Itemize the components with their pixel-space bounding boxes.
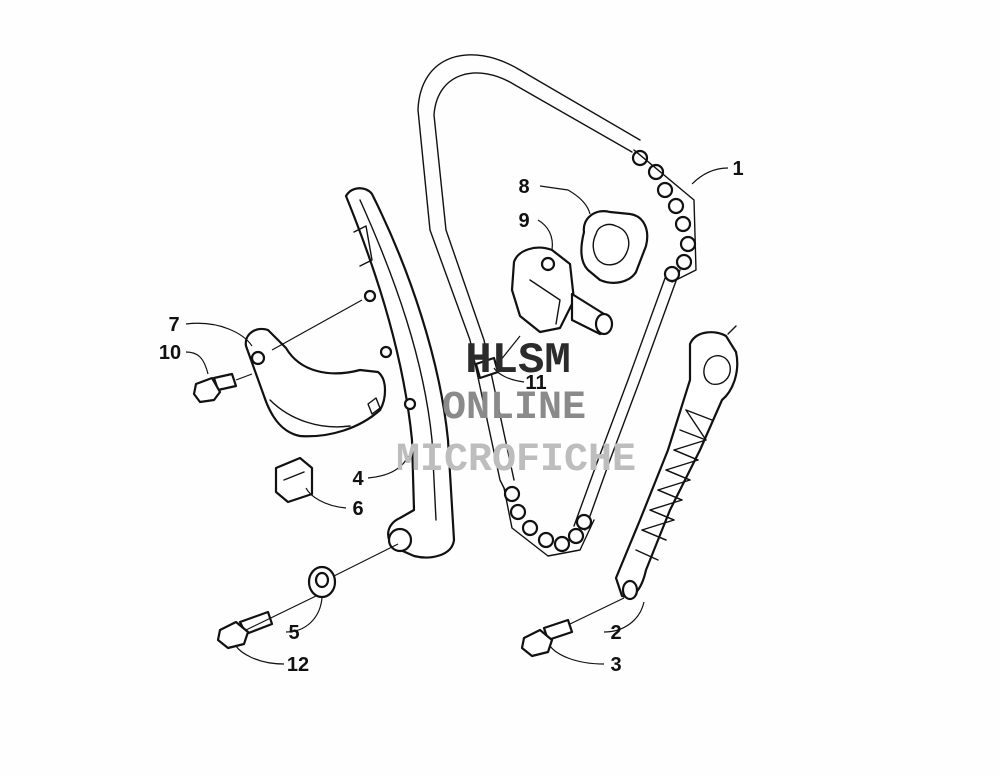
callout-9: 9 — [518, 210, 529, 232]
collar — [307, 565, 337, 599]
callout-12: 12 — [287, 654, 309, 676]
callout-3: 3 — [610, 654, 621, 676]
guide-bracket — [244, 327, 387, 438]
callout-6: 6 — [352, 498, 363, 520]
callout-11: 11 — [525, 372, 546, 394]
tension-guide — [614, 325, 739, 601]
gasket — [580, 210, 649, 284]
callout-4: 4 — [352, 468, 364, 490]
callout-8: 8 — [518, 176, 529, 198]
callout-7: 7 — [168, 314, 179, 336]
chain-guide — [344, 187, 456, 559]
watermark-line-2: ONLINE — [442, 386, 586, 431]
callout-5: 5 — [288, 622, 299, 644]
callout-2: 2 — [610, 622, 621, 644]
chain-links-lower — [503, 485, 595, 557]
callout-labels: 1 2 3 4 5 6 7 8 9 10 11 12 — [159, 158, 744, 676]
bolt-12 — [216, 610, 274, 650]
cam-chain — [417, 54, 697, 557]
chain-tensioner — [510, 246, 614, 336]
assembly-lines — [245, 299, 625, 631]
callout-leaders — [185, 167, 729, 665]
callout-10: 10 — [159, 342, 181, 364]
chain-links-upper — [631, 149, 697, 283]
callout-1: 1 — [732, 158, 743, 180]
watermark-line-3: MICROFICHE — [396, 438, 636, 483]
bolt-3 — [520, 618, 574, 658]
bolt-10 — [192, 372, 253, 404]
clip — [274, 456, 314, 504]
watermark-line-1: HLSM — [465, 336, 571, 386]
watermark: HLSM ONLINE MICROFICHE — [396, 336, 636, 483]
